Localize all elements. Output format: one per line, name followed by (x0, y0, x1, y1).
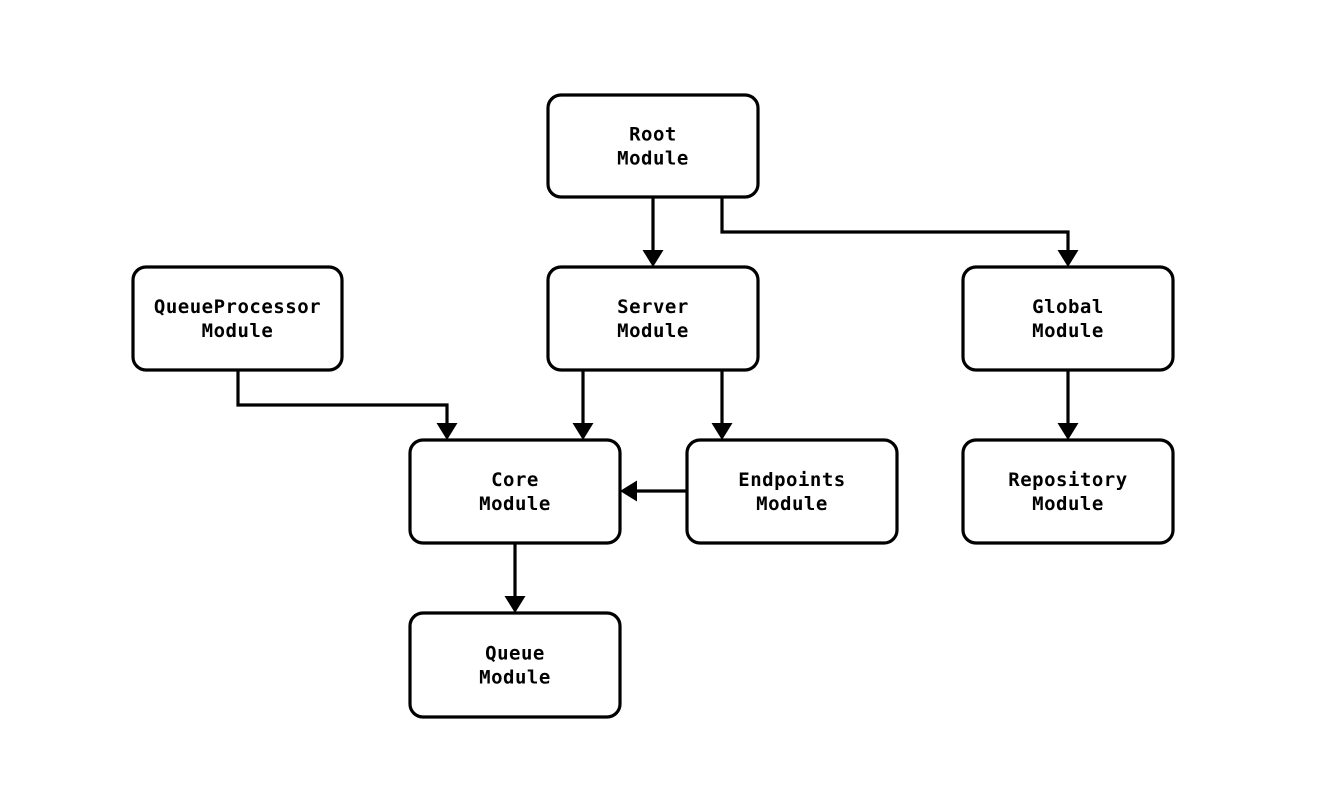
node-label-line2: Module (202, 320, 274, 342)
arrow-head-icon (504, 596, 526, 613)
node-label-line2: Module (617, 320, 689, 342)
edge-server-to-endpoints (711, 370, 733, 440)
node-box[interactable] (685, 438, 899, 545)
arrow-head-icon (1057, 250, 1079, 267)
arrow-head-icon (572, 423, 594, 440)
node-box[interactable] (408, 611, 622, 719)
node-box[interactable] (408, 438, 622, 545)
node-label-line2: Module (756, 493, 828, 515)
arrow-head-icon (711, 423, 733, 440)
node-label-line2: Module (479, 667, 551, 689)
node-box[interactable] (961, 265, 1175, 372)
node-label-line1: QueueProcessor (154, 296, 321, 318)
edge-server-to-core (572, 370, 594, 440)
arrow-head-icon (642, 250, 664, 267)
edge-root-to-global (720, 197, 1079, 267)
edge-queueprocessor-to-core (236, 370, 458, 440)
node-label-line1: Root (629, 124, 677, 146)
node-label-line2: Module (1032, 320, 1104, 342)
node-box[interactable] (131, 265, 344, 372)
node-label-line1: Queue (485, 643, 545, 665)
edge-line (236, 370, 449, 425)
edge-global-to-repository (1057, 370, 1079, 440)
edge-line (720, 197, 1070, 252)
edge-root-to-server (642, 197, 664, 267)
node-label-line1: Server (617, 296, 689, 318)
nodes-layer: RootModuleQueueProcessorModuleServerModu… (131, 93, 1175, 719)
node-label-line2: Module (617, 148, 689, 170)
node-box[interactable] (546, 93, 760, 199)
edge-endpoints-to-core (620, 480, 687, 502)
arrow-head-icon (436, 423, 458, 440)
node-label-line1: Global (1032, 296, 1104, 318)
node-label-line1: Endpoints (738, 469, 845, 491)
node-label-line2: Module (1032, 493, 1104, 515)
node-label-line2: Module (479, 493, 551, 515)
edge-core-to-queue (504, 543, 526, 613)
node-label-line1: Repository (1008, 469, 1127, 491)
node-box[interactable] (546, 265, 760, 372)
node-label-line1: Core (491, 469, 539, 491)
edges-layer (236, 197, 1079, 613)
arrow-head-icon (1057, 423, 1079, 440)
node-box[interactable] (961, 438, 1175, 545)
arrow-head-icon (620, 480, 637, 502)
